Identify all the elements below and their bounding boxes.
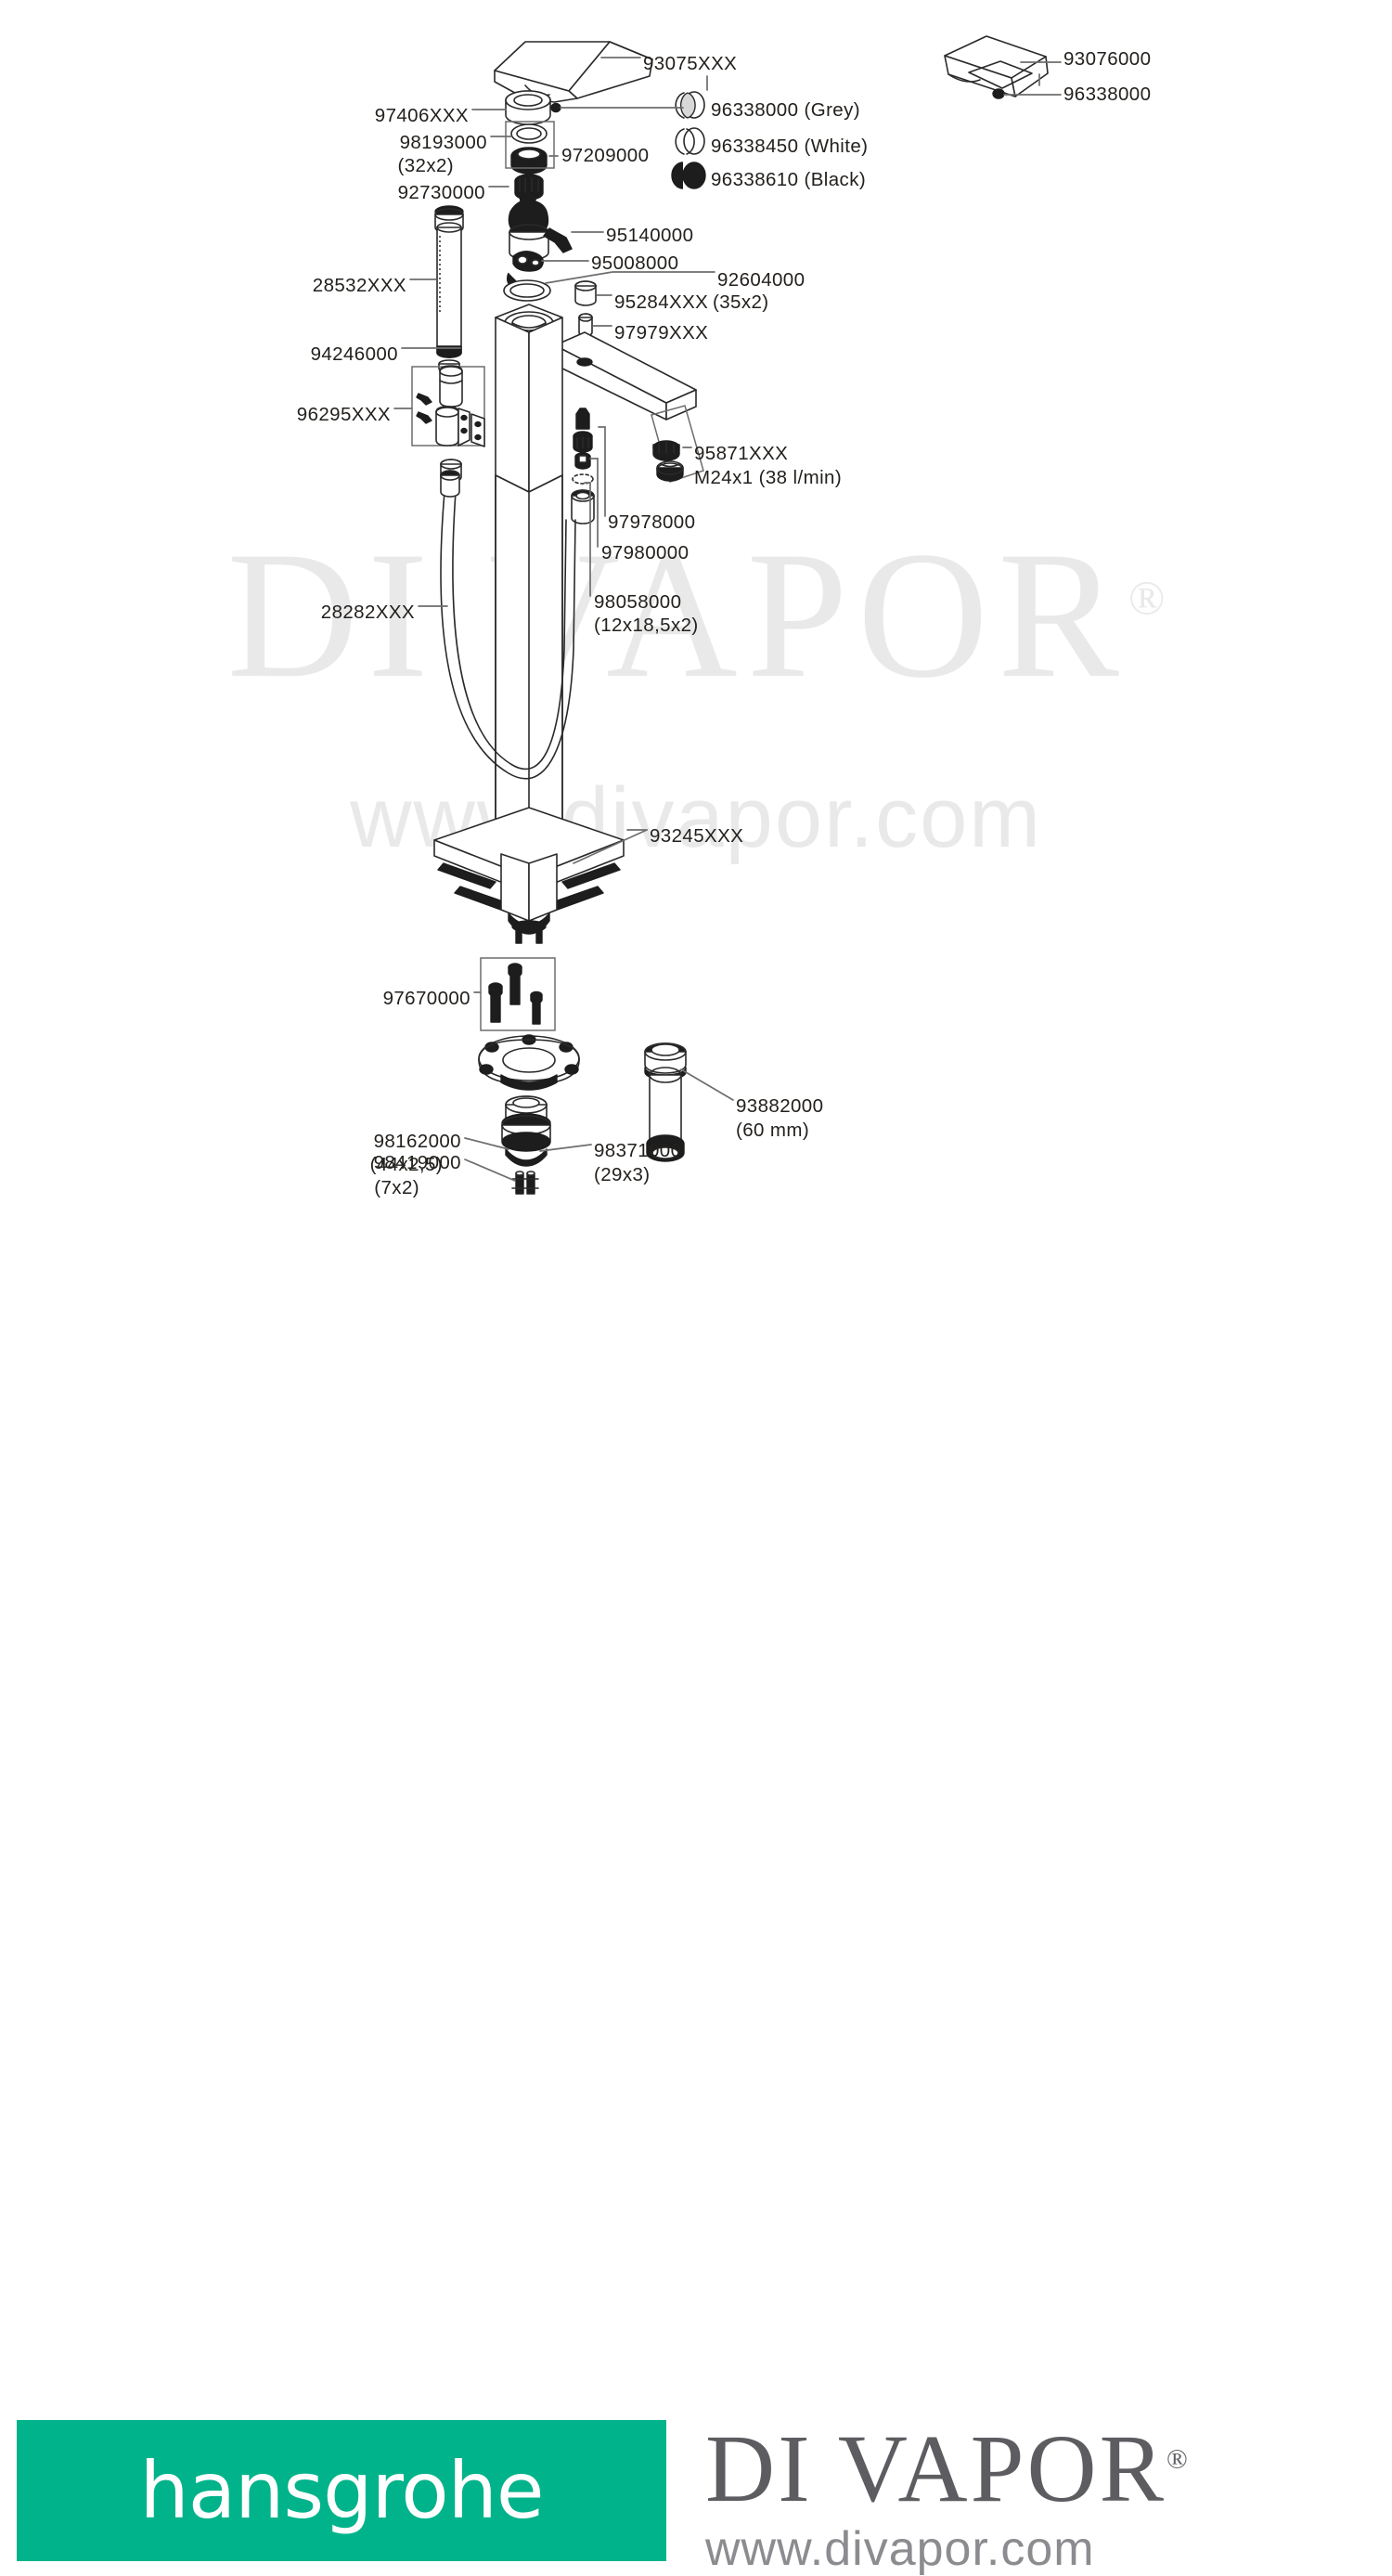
part-label-98371000s: (29x3) [594, 1164, 651, 1185]
part-label-95008000: 95008000 [591, 252, 679, 274]
part-95871XXX-aerator [651, 405, 704, 483]
part-hose-connector [571, 489, 595, 524]
part-93075XXX-lever-handle [494, 41, 653, 103]
part-93076000-lever-handle-alt [944, 35, 1049, 99]
part-label-96338610: 96338610 (Black) [711, 169, 867, 190]
part-label-95871XXXs: M24x1 (38 l/min) [694, 467, 843, 488]
part-label-94246000: 94246000 [310, 343, 398, 365]
part-label-98058000s: (12x18,5x2) [594, 615, 699, 636]
part-98058000-oring [572, 473, 594, 485]
divapor-url: www.divapor.com [705, 2522, 1095, 2576]
part-label-93882000s: (60 mm) [736, 1120, 810, 1141]
part-label-96295XXX: 96295XXX [296, 404, 391, 425]
part-label-96338450: 96338450 (White) [711, 136, 869, 157]
part-97979XXX-sleeve [578, 313, 593, 337]
part-96338000-pin-alt [993, 88, 1004, 99]
part-label-98162000s: (44x2,5) [369, 1154, 443, 1175]
part-cartridge-assembly [503, 190, 573, 302]
part-label-95871XXX: 95871XXX [694, 443, 789, 464]
part-97978000-spindle [573, 408, 593, 453]
part-95284XXX-sleeve [574, 280, 597, 306]
part-92604000-seal-ring [503, 279, 551, 302]
part-label-96338000b: 96338000 [1063, 84, 1152, 105]
hansgrohe-logo-box: hansgrohe [17, 2420, 666, 2561]
divapor-registered-icon: ® [1166, 2443, 1188, 2475]
part-label-97980000: 97980000 [601, 542, 690, 563]
part-96338610-index-cap-black [671, 162, 706, 189]
group-box-97209000 [505, 121, 555, 169]
part-label-95140000: 95140000 [606, 225, 694, 246]
part-label-97209000: 97209000 [561, 145, 650, 166]
part-95140000-screw [543, 227, 573, 253]
footer-branding: hansgrohe DI VAPOR® www.divapor.com [0, 1197, 1392, 2573]
part-label-95284XXXs: (35x2) [713, 291, 769, 313]
part-label-98162000: 98162000 [373, 1131, 461, 1152]
exploded-parts-drawing: .s{fill:none;stroke:#2a2a2a;stroke-width… [393, 35, 1062, 1195]
part-label-98371000: 98371000 [594, 1140, 682, 1161]
leader-lines [393, 57, 1062, 1182]
part-label-96338000: 96338000 (Grey) [711, 99, 860, 121]
part-label-93245XXX: 93245XXX [650, 825, 744, 847]
divapor-wordmark: DI VAPOR® [705, 2421, 1383, 2518]
part-98193000-oring [510, 123, 548, 144]
part-96338000-index-cap-grey [675, 91, 705, 119]
part-label-98193000: 98193000 [399, 132, 487, 153]
part-label-97978000: 97978000 [608, 511, 696, 533]
part-main-body-spout [495, 304, 697, 857]
part-label-97979XXX: 97979XXX [614, 322, 709, 343]
hansgrohe-wordmark: hansgrohe [139, 2445, 544, 2536]
part-label-92730000: 92730000 [397, 182, 485, 203]
part-96295XXX-holder-set [416, 365, 485, 447]
group-box-97670000 [480, 957, 556, 1031]
part-label-98419000s: (7x2) [374, 1177, 419, 1198]
part-97209000-cap-nut [510, 147, 548, 175]
part-mounting-flange [478, 1034, 580, 1091]
divapor-wordmark-text: DI VAPOR [705, 2415, 1166, 2522]
part-label-93076000: 93076000 [1063, 48, 1152, 70]
part-label-97670000: 97670000 [382, 988, 470, 1009]
part-label-95284XXX: 95284XXX [614, 291, 709, 313]
part-label-97406XXX: 97406XXX [374, 105, 469, 126]
diagram-page: DI VAPOR® www.divapor.com .s{fill:none;s… [0, 35, 1392, 2573]
part-label-98058000: 98058000 [594, 591, 682, 613]
part-label-92604000: 92604000 [717, 269, 806, 291]
part-97670000-screws [488, 963, 543, 1025]
part-label-98419000: 98419000 [373, 1152, 461, 1173]
divapor-logo: DI VAPOR® www.divapor.com [705, 2421, 1383, 2576]
part-label-28532XXX: 28532XXX [312, 275, 406, 296]
part-28532XXX-hand-shower [434, 205, 464, 358]
part-valve-body-lower [501, 1095, 551, 1167]
part-93882000-extension [644, 1042, 687, 1162]
part-98419000-pins [511, 1171, 539, 1195]
part-label-93075XXX: 93075XXX [643, 53, 738, 74]
part-97980000-nut [574, 452, 591, 470]
part-label-98193000s: (32x2) [397, 155, 454, 176]
part-93245XXX-base-cover [433, 807, 625, 944]
part-96338000-pin [550, 102, 561, 113]
part-label-28282XXX: 28282XXX [320, 602, 415, 623]
part-96338450-index-cap-white [675, 127, 705, 155]
part-97406XXX-escutcheon-ring [505, 90, 551, 125]
part-label-93882000: 93882000 [736, 1095, 824, 1117]
part-28282XXX-shower-hose [440, 470, 576, 780]
